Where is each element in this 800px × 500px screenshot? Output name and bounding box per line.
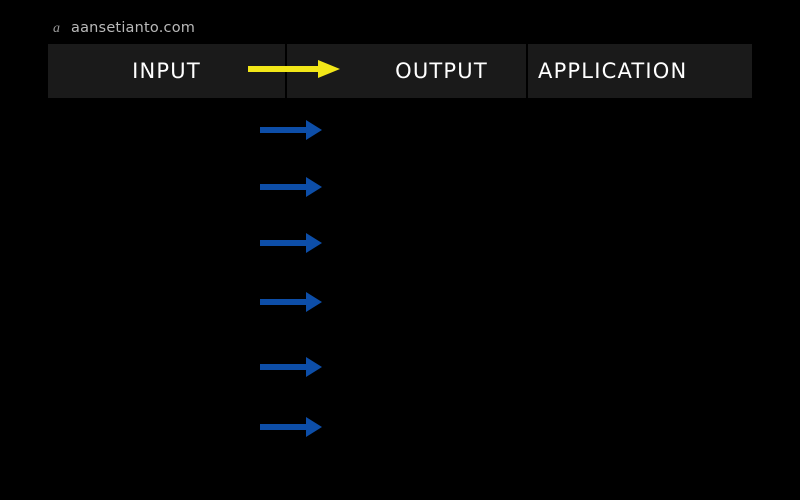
- header-strip: INPUT OUTPUT APPLICATION: [48, 44, 752, 98]
- header-cell-output[interactable]: OUTPUT: [287, 44, 526, 98]
- header-cell-application[interactable]: APPLICATION: [528, 44, 752, 98]
- arrow-right-icon-blue-5: [260, 357, 322, 377]
- header-cell-input[interactable]: INPUT: [48, 44, 285, 98]
- header-label-application: APPLICATION: [538, 59, 688, 83]
- stylized-a-logo-icon: a: [53, 20, 60, 36]
- arrow-right-icon-blue-6: [260, 417, 322, 437]
- watermark-text: aansetianto.com: [71, 20, 196, 36]
- header-label-output: OUTPUT: [395, 59, 488, 83]
- arrow-right-icon-blue-1: [260, 120, 322, 140]
- watermark: a aansetianto.com: [50, 20, 195, 36]
- header-label-input: INPUT: [132, 59, 201, 83]
- arrow-right-icon-blue-3: [260, 233, 322, 253]
- arrow-right-icon-blue-4: [260, 292, 322, 312]
- arrow-right-icon-blue-2: [260, 177, 322, 197]
